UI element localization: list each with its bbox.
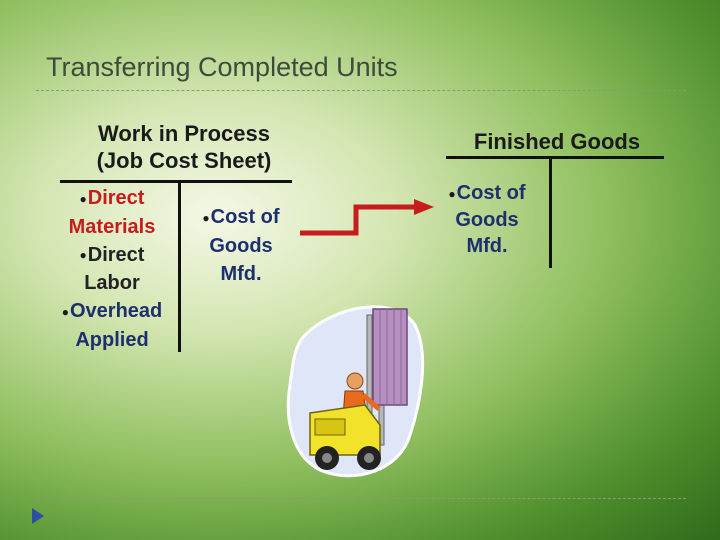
next-slide-icon[interactable]	[32, 508, 44, 524]
bullet-icon: ●	[79, 248, 87, 263]
wip-heading-line1: Work in Process	[98, 121, 270, 146]
fg-heading: Finished Goods	[473, 129, 641, 154]
wip-heading-line2: (Job Cost Sheet)	[96, 148, 272, 173]
title-divider	[36, 90, 686, 91]
fg-horizontal-rule	[446, 156, 664, 159]
slide-title: Transferring Completed Units	[46, 52, 398, 82]
bullet-icon: ●	[79, 191, 87, 206]
wip-horizontal-rule	[60, 180, 292, 183]
bottom-divider	[36, 498, 686, 499]
red-step-arrow-icon	[300, 199, 434, 236]
wip-credit-cost-of-goods-mfd: ●Cost of Goods Mfd.	[202, 206, 280, 285]
bullet-icon: ●	[202, 210, 210, 225]
bullet-icon: ●	[61, 305, 69, 320]
bullet-icon: ●	[448, 186, 456, 201]
wip-debit-overhead-applied: ●Overhead Applied	[61, 300, 163, 352]
fg-debit-cost-of-goods-mfd: ●Cost of Goods Mfd.	[448, 182, 526, 257]
forklift-clipart-icon	[286, 305, 425, 478]
wip-vertical-rule	[178, 180, 181, 352]
wip-debit-direct-labor: ●Direct Labor	[79, 243, 145, 295]
wip-heading: Work in Process (Job Cost Sheet)	[64, 120, 304, 174]
wip-debit-direct-materials: ●Direct Materials	[68, 187, 156, 238]
wip-debit-side: ●Direct Materials ●Direct Labor ●Overhea…	[46, 184, 178, 354]
fg-vertical-rule	[549, 156, 552, 268]
